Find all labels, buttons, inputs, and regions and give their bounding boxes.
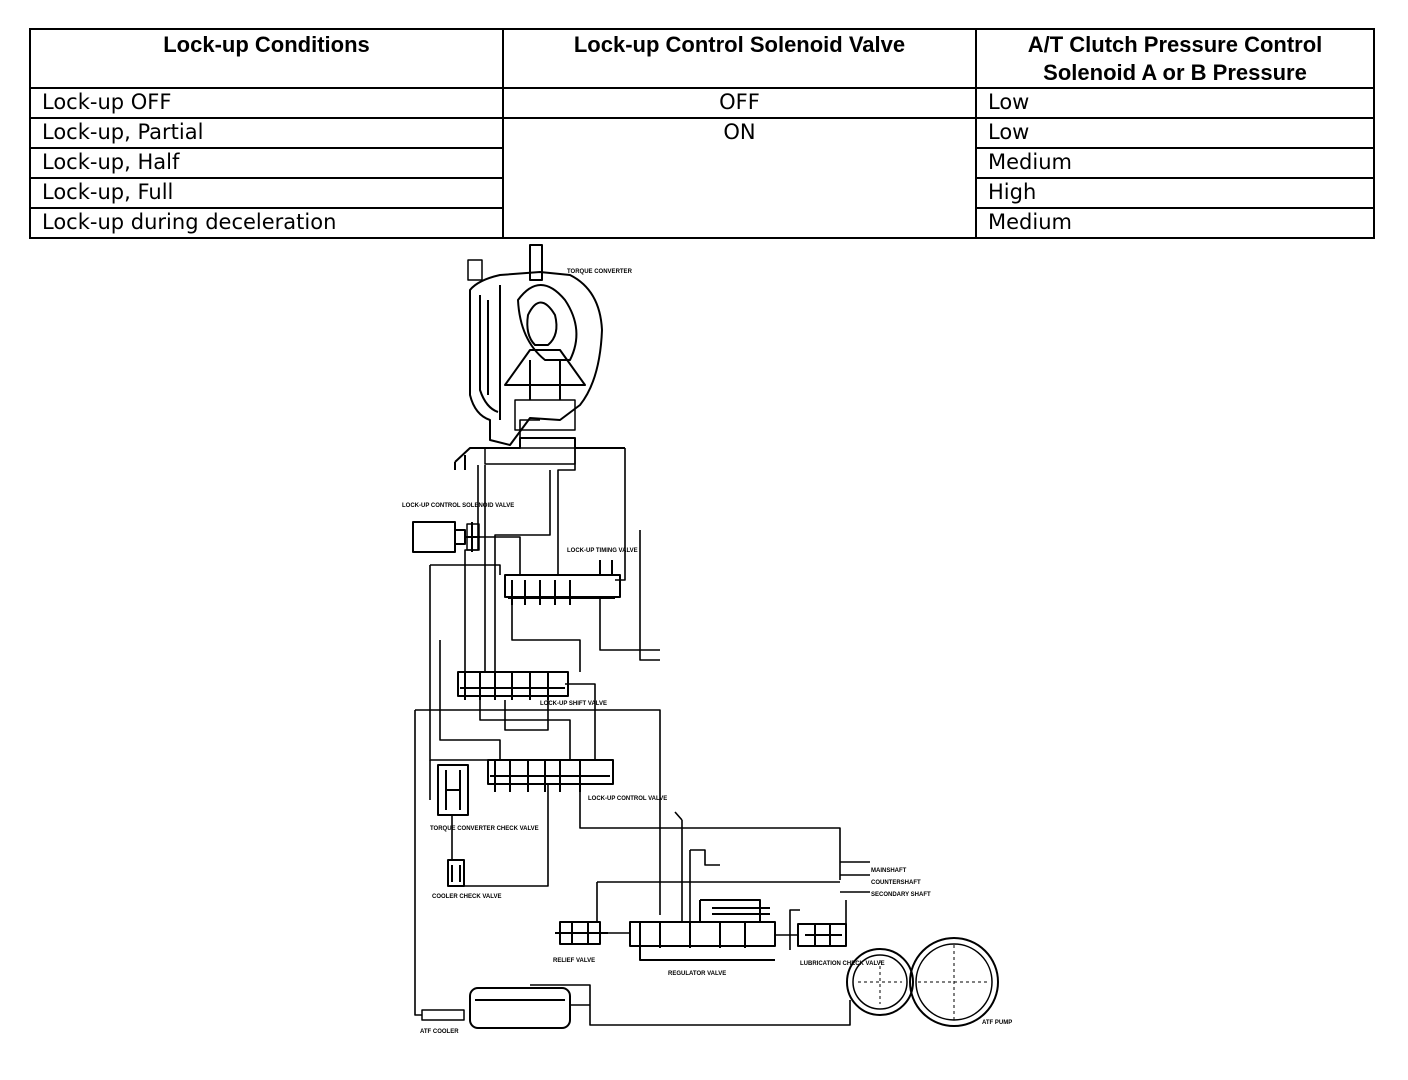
lockup-shift-valve-shape: [457, 671, 569, 700]
pressure-cell: Medium: [975, 207, 1375, 239]
header-lockup-conditions: Lock-up Conditions: [29, 28, 504, 89]
table-row: Lock-up, Partial ON Low: [29, 117, 1375, 239]
header-clutch-pressure-text: A/T Clutch Pressure Control Solenoid A o…: [1027, 32, 1323, 85]
pressure-cell: Low: [975, 87, 1375, 119]
table-row: Lock-up OFF OFF Low: [29, 87, 1375, 119]
label-lockup-timing-valve: LOCK-UP TIMING VALVE: [567, 548, 638, 554]
solenoid-state-on: ON: [502, 117, 977, 239]
atf-cooler-shape: [421, 987, 571, 1029]
pressure-cell: Medium: [975, 147, 1375, 179]
atf-pump-shape: [846, 937, 999, 1027]
table-row: Lock-up, Full High: [29, 177, 1375, 209]
label-atf-cooler: ATF COOLER: [420, 1029, 459, 1035]
hydraulic-lines: [414, 419, 870, 1026]
header-lockup-control-solenoid-valve: Lock-up Control Solenoid Valve: [502, 28, 977, 89]
lockup-control-valve-shape: [487, 759, 614, 792]
label-atf-pump: ATF PUMP: [982, 1020, 1012, 1026]
table-row: Lock-up, Half Medium: [29, 147, 1375, 179]
condition-cell: Lock-up, Full: [29, 177, 504, 209]
label-torque-converter: TORQUE CONVERTER: [567, 269, 633, 275]
cooler-check-valve-shape: [447, 859, 465, 887]
diagram-labels: TORQUE CONVERTER LOCK-UP CONTROL SOLENOI…: [402, 269, 1012, 1035]
label-lockup-control-solenoid-valve: LOCK-UP CONTROL SOLENOID VALVE: [402, 503, 514, 509]
table-row: Lock-up during deceleration Medium: [29, 207, 1375, 239]
condition-cell: Lock-up OFF: [29, 87, 504, 119]
condition-cell: Lock-up, Partial: [29, 117, 504, 149]
lockup-conditions-table: Lock-up Conditions Lock-up Control Solen…: [29, 28, 1375, 239]
lubrication-check-valve-shape: [797, 923, 847, 947]
header-clutch-pressure: A/T Clutch Pressure Control Solenoid A o…: [975, 28, 1375, 89]
lockup-control-solenoid-valve-shape: [412, 521, 480, 553]
label-secondary-shaft: SECONDARY SHAFT: [871, 892, 931, 898]
label-lubrication-check-valve: LUBRICATION CHECK VALVE: [800, 961, 885, 967]
label-lockup-control-valve: LOCK-UP CONTROL VALVE: [588, 796, 667, 802]
table-header-row: Lock-up Conditions Lock-up Control Solen…: [29, 28, 1375, 89]
label-countershaft: COUNTERSHAFT: [871, 880, 921, 886]
label-regulator-valve: REGULATOR VALVE: [668, 971, 726, 977]
torque-converter-shape: [454, 244, 625, 470]
condition-cell: Lock-up, Half: [29, 147, 504, 179]
torque-converter-check-valve-shape: [437, 764, 469, 816]
pressure-cell: High: [975, 177, 1375, 209]
solenoid-state-off: OFF: [502, 87, 977, 119]
lockup-timing-valve-shape: [504, 560, 621, 605]
condition-cell: Lock-up during deceleration: [29, 207, 504, 239]
label-relief-valve: RELIEF VALVE: [553, 958, 595, 964]
label-mainshaft: MAINSHAFT: [871, 868, 907, 874]
label-torque-converter-check-valve: TORQUE CONVERTER CHECK VALVE: [430, 826, 539, 832]
hydraulic-circuit-diagram: TORQUE CONVERTER LOCK-UP CONTROL SOLENOI…: [402, 244, 1012, 1035]
label-cooler-check-valve: COOLER CHECK VALVE: [432, 894, 501, 900]
regulator-valve-shape: [629, 899, 776, 961]
label-lockup-shift-valve: LOCK-UP SHIFT VALVE: [540, 701, 607, 707]
pressure-cell: Low: [975, 117, 1375, 149]
